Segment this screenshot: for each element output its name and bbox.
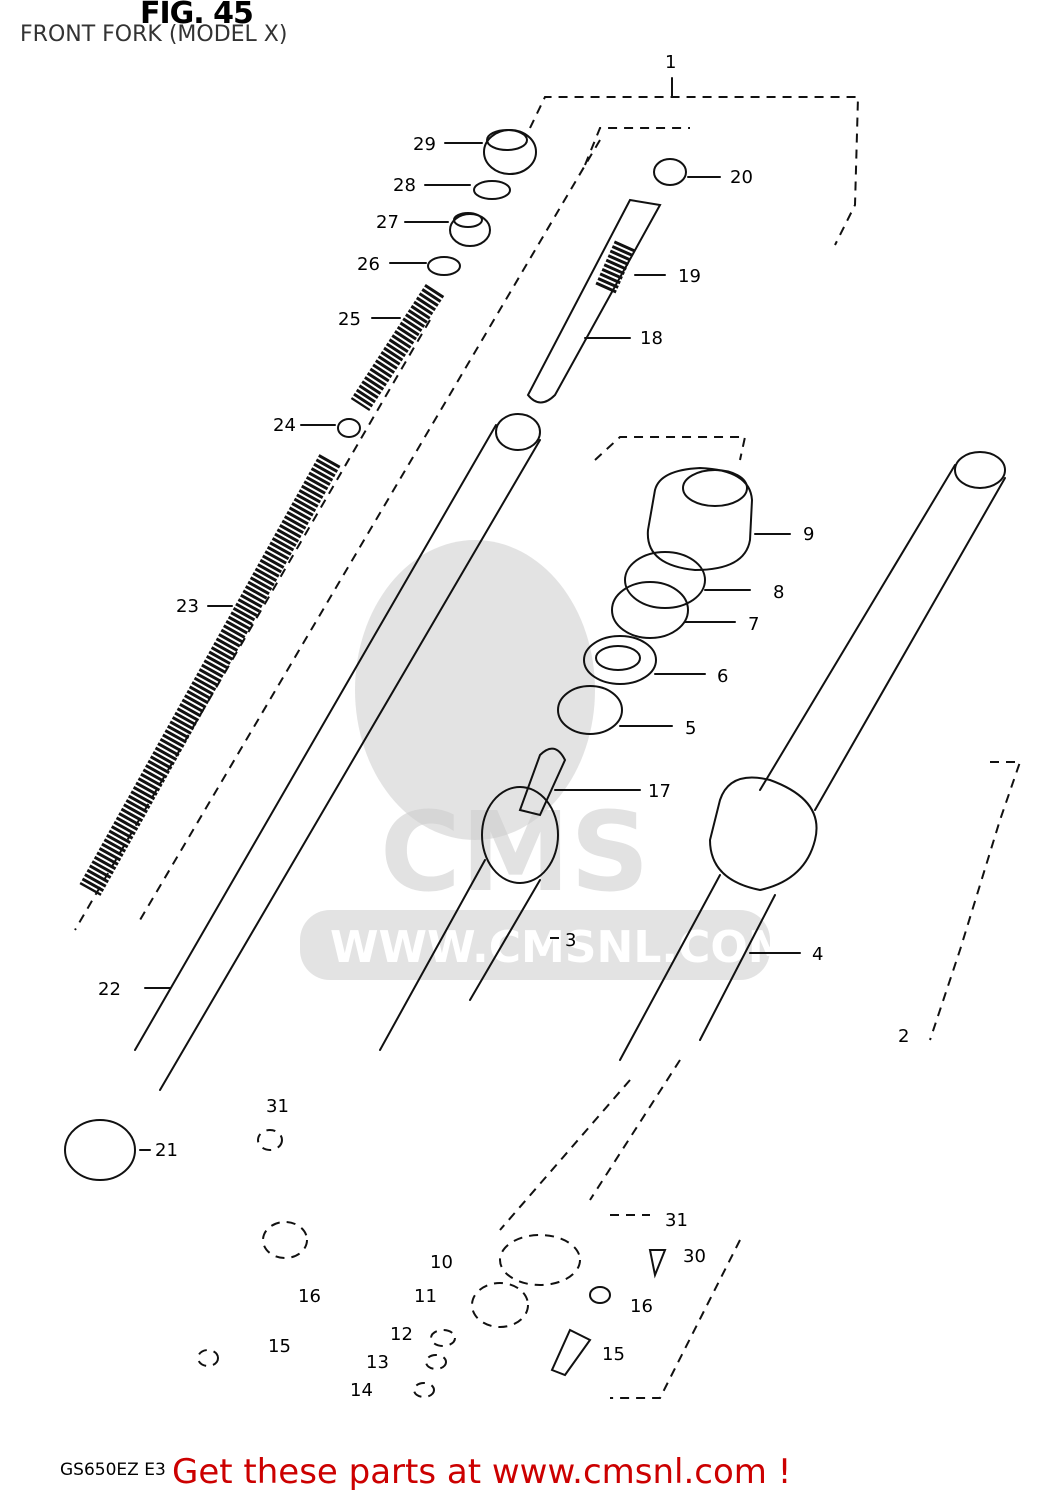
cap-part-29 — [444, 129, 537, 175]
bottom-hardware — [197, 1129, 741, 1399]
callout-19: 19 — [678, 266, 701, 287]
callout-10: 10 — [430, 1252, 453, 1273]
seal-bracket — [594, 436, 747, 461]
bushing-part-3 — [379, 786, 562, 1051]
callout-9: 9 — [803, 524, 814, 545]
callout-8: 8 — [773, 582, 784, 603]
spring-part-23 — [79, 454, 341, 896]
outer-tube-part-4 — [499, 451, 1006, 1231]
spacer-part-27 — [404, 212, 491, 247]
callout-30: 30 — [683, 1246, 706, 1267]
callout-7: 7 — [748, 614, 759, 635]
callout-15-left: 15 — [268, 1336, 291, 1357]
watermark-brand: CMS — [380, 788, 649, 916]
callout-14: 14 — [350, 1380, 373, 1401]
figure-label: FIG. 45 — [140, 0, 254, 31]
promo-link[interactable]: Get these parts at www.cmsnl.com ! — [172, 1452, 792, 1492]
callout-16-left: 16 — [298, 1286, 321, 1307]
callout-6: 6 — [717, 666, 728, 687]
damper-bracket — [584, 127, 690, 166]
washer-part-24 — [300, 418, 361, 438]
callout-16-right: 16 — [630, 1296, 653, 1317]
dust-seal-part-9 — [646, 466, 791, 572]
callout-21: 21 — [155, 1140, 178, 1161]
damper-seat-part-17 — [518, 747, 641, 817]
callout-20: 20 — [730, 167, 753, 188]
callout-29: 29 — [413, 134, 436, 155]
ring-part-8 — [624, 551, 751, 609]
seal-part-7 — [611, 581, 736, 639]
assembly-bracket-1 — [529, 77, 860, 246]
bracket-2 — [929, 761, 1022, 1041]
callout-5: 5 — [685, 718, 696, 739]
oring-part-28 — [424, 180, 511, 200]
callout-31-right: 31 — [665, 1210, 688, 1231]
bushing-part-5 — [557, 685, 673, 735]
callout-31-left: 31 — [266, 1096, 289, 1117]
model-code: GS650EZ E3 — [60, 1460, 166, 1480]
callout-24: 24 — [273, 415, 296, 436]
callout-1: 1 — [665, 52, 676, 73]
callout-28: 28 — [393, 175, 416, 196]
callout-13: 13 — [366, 1352, 389, 1373]
watermark-url: WWW.CMSNL.COM — [330, 922, 792, 973]
callout-26: 26 — [357, 254, 380, 275]
callout-23: 23 — [176, 596, 199, 617]
callout-25: 25 — [338, 309, 361, 330]
callout-3: 3 — [565, 930, 576, 951]
rod-spring-part-19 — [594, 240, 666, 295]
callout-4: 4 — [812, 944, 823, 965]
bottom-part-21 — [64, 1119, 151, 1181]
washer-part-26 — [389, 256, 461, 276]
callout-17: 17 — [648, 781, 671, 802]
callout-11: 11 — [414, 1286, 437, 1307]
callout-labels: 1 2 3 4 5 6 7 8 9 10 11 12 13 14 15 15 1… — [98, 52, 909, 1401]
oil-seal-part-6 — [583, 635, 706, 685]
callout-27: 27 — [376, 212, 399, 233]
callout-2: 2 — [898, 1026, 909, 1047]
piston-ring-part-20 — [653, 158, 721, 186]
callout-15-right: 15 — [602, 1344, 625, 1365]
page-title: FRONT FORK (MODEL X) — [20, 22, 288, 47]
callout-12: 12 — [390, 1324, 413, 1345]
damper-rod-part-18 — [526, 198, 662, 404]
spring-part-25 — [350, 283, 445, 412]
callout-22: 22 — [98, 979, 121, 1000]
cms-watermark: WWW.CMSNL.COM CMS — [300, 540, 792, 980]
callout-18: 18 — [640, 328, 663, 349]
inner-tube-part-22 — [74, 139, 601, 1091]
